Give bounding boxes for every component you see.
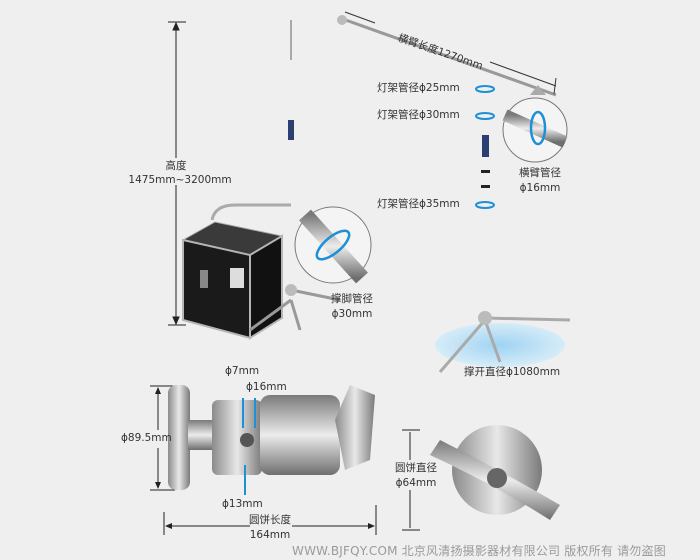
height-value: 1475mm~3200mm bbox=[128, 174, 232, 186]
riser-tube-1-label: 灯架管径ϕ25mm bbox=[377, 82, 460, 94]
spread-area bbox=[435, 323, 565, 367]
boom-tube-value: ϕ16mm bbox=[519, 182, 561, 194]
boom-tube-detail bbox=[502, 97, 568, 163]
c-stand-right bbox=[337, 11, 571, 373]
grip-head bbox=[150, 385, 377, 535]
grip-disc bbox=[402, 425, 560, 531]
leg-tube-detail bbox=[294, 206, 372, 284]
disc-diameter-value: ϕ64mm bbox=[395, 477, 437, 489]
carry-case bbox=[181, 221, 284, 340]
head-height-label: ϕ89.5mm bbox=[121, 432, 172, 444]
leg-tube-label: 撑脚管径 bbox=[331, 293, 373, 305]
disc-diameter-label: 圆饼直径 bbox=[395, 462, 437, 474]
bottom-hole-label: ϕ13mm bbox=[222, 498, 263, 510]
height-dimension-line bbox=[168, 21, 186, 326]
c-stand-left bbox=[210, 20, 341, 332]
leg-tube-value: ϕ30mm bbox=[331, 308, 373, 320]
riser-tube-2-label: 灯架管径ϕ30mm bbox=[377, 109, 460, 121]
spread-diameter-label: 撑开直径ϕ1080mm bbox=[463, 366, 561, 378]
hole-large-label: ϕ16mm bbox=[246, 381, 287, 393]
riser-tube-3-label: 灯架管径ϕ35mm bbox=[377, 198, 460, 210]
boom-tube-label: 横臂管径 bbox=[519, 167, 561, 179]
height-label: 高度 bbox=[165, 160, 187, 172]
hole-small-label: ϕ7mm bbox=[225, 365, 260, 377]
head-length-value: 164mm bbox=[249, 529, 291, 541]
head-length-label: 圆饼长度 bbox=[249, 514, 291, 526]
watermark: WWW.BJFQY.COM 北京风清扬摄影器材有限公司 版权所有 请勿盗图 bbox=[292, 544, 666, 558]
